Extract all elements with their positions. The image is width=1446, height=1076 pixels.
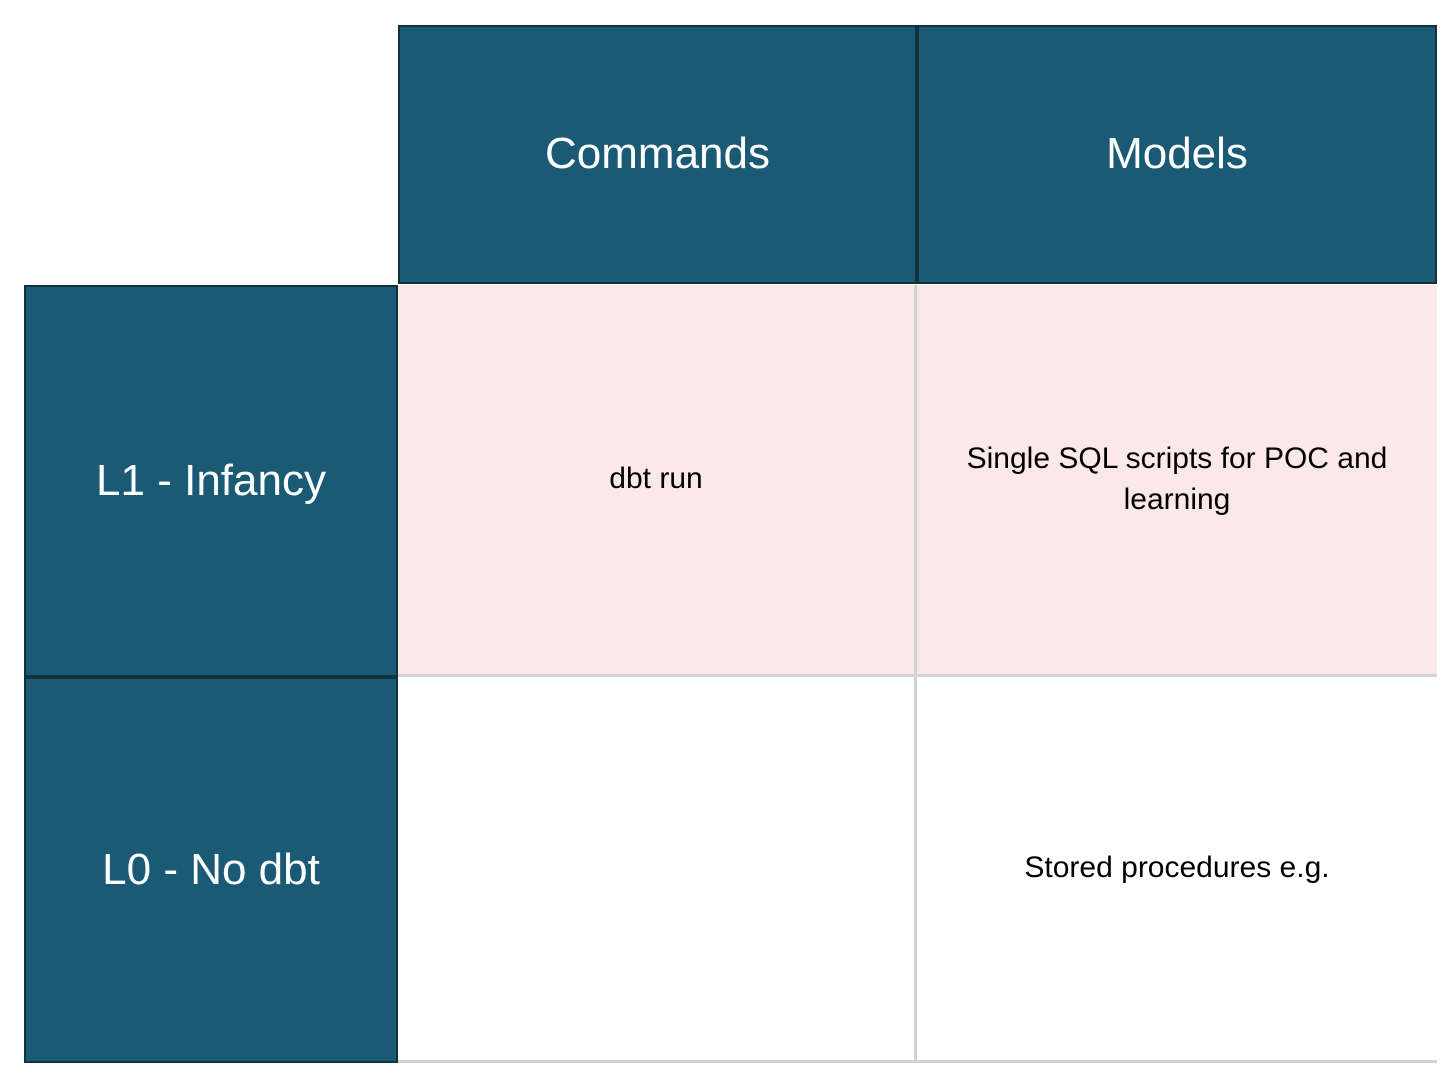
- column-header-models[interactable]: Models: [917, 25, 1437, 284]
- cell-l1-commands-text: dbt run: [609, 462, 703, 496]
- cell-l1-models-text: Single SQL scripts for POC and learning: [966, 442, 1388, 516]
- cell-l0-models[interactable]: Stored procedures e.g.: [917, 677, 1437, 1063]
- column-header-commands[interactable]: Commands: [398, 25, 917, 284]
- cell-l1-models[interactable]: Single SQL scripts for POC and learning: [917, 285, 1437, 677]
- cell-l0-commands[interactable]: [398, 677, 917, 1063]
- column-header-commands-label: Commands: [545, 129, 770, 179]
- column-header-models-label: Models: [1106, 129, 1248, 179]
- cell-l1-commands[interactable]: dbt run: [398, 285, 917, 677]
- row-header-l0-no-dbt[interactable]: L0 - No dbt: [24, 677, 398, 1063]
- row-header-l1-infancy[interactable]: L1 - Infancy: [24, 285, 398, 677]
- row-header-l1-infancy-label: L1 - Infancy: [96, 455, 326, 505]
- cell-l0-models-text: Stored procedures e.g.: [1024, 851, 1330, 885]
- row-header-l0-no-dbt-label: L0 - No dbt: [102, 844, 320, 894]
